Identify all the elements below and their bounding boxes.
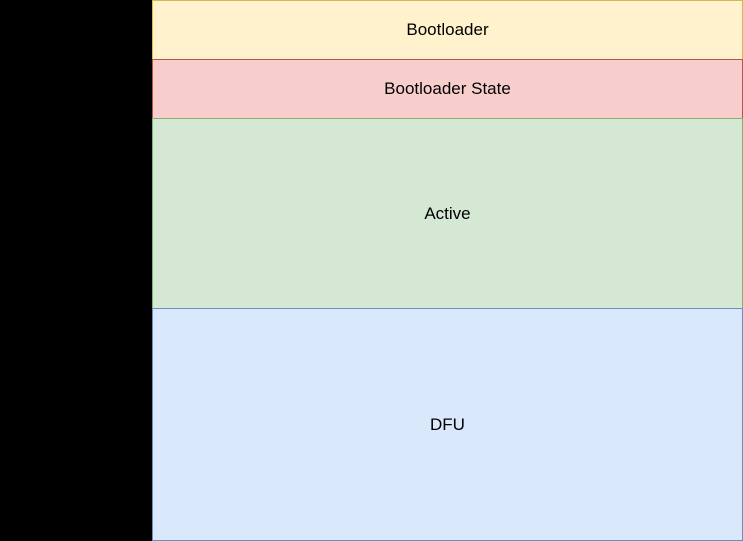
memory-region-bootloader-state: Bootloader State <box>152 59 743 119</box>
memory-regions: Bootloader Bootloader State Active DFU <box>152 0 743 541</box>
memory-region-dfu: DFU <box>152 308 743 541</box>
memory-region-bootloader: Bootloader <box>152 0 743 60</box>
region-label-bootloader: Bootloader <box>406 20 489 39</box>
memory-region-active: Active <box>152 118 743 309</box>
left-black-panel <box>0 0 152 541</box>
region-label-bootloader-state: Bootloader State <box>384 79 511 98</box>
region-label-dfu: DFU <box>430 414 465 434</box>
region-label-active: Active <box>424 203 471 223</box>
